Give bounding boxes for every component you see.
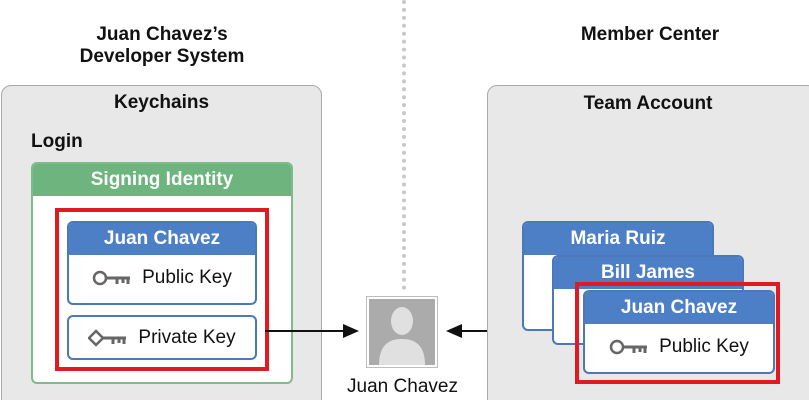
- developer-system-title-line1: Juan Chavez’s: [96, 24, 228, 45]
- arrow-right-icon: [265, 324, 359, 338]
- login-label: Login: [31, 131, 83, 152]
- member-card-juan-chavez: Juan Chavez Public Key: [583, 290, 775, 374]
- person-name: Juan Chavez: [347, 376, 458, 397]
- developer-system-title-line2: Developer System: [79, 46, 245, 67]
- center-divider: [402, 0, 406, 290]
- developer-system-title: Juan Chavez’s Developer System: [52, 24, 272, 68]
- member-center-title: Member Center: [580, 24, 720, 45]
- private-key-label: Private Key: [138, 326, 236, 348]
- team-account-title: Team Account: [583, 93, 713, 114]
- person-silhouette-icon: [369, 299, 435, 365]
- member-highlight: [575, 282, 780, 384]
- juan-chavez-identity-card: Juan Chavez Public Key: [67, 221, 257, 305]
- signing-identity-title: Signing Identity: [33, 164, 291, 196]
- member-card-title: Maria Ruiz: [524, 223, 712, 255]
- public-key-icon: [609, 339, 648, 355]
- identity-card-title: Juan Chavez: [69, 223, 255, 255]
- keychains-title: Keychains: [113, 92, 210, 113]
- signing-identity-highlight: [55, 208, 269, 371]
- member-public-key-row: Public Key: [585, 324, 773, 370]
- private-key-icon: [88, 328, 127, 347]
- person-avatar: [366, 296, 438, 368]
- private-key-card: Private Key: [67, 315, 257, 360]
- identity-public-key-label: Public Key: [142, 267, 232, 288]
- identity-public-key-row: Public Key: [69, 255, 255, 301]
- member-card-title: Juan Chavez: [585, 292, 773, 324]
- public-key-icon: [92, 270, 131, 286]
- member-public-key-label: Public Key: [659, 336, 749, 357]
